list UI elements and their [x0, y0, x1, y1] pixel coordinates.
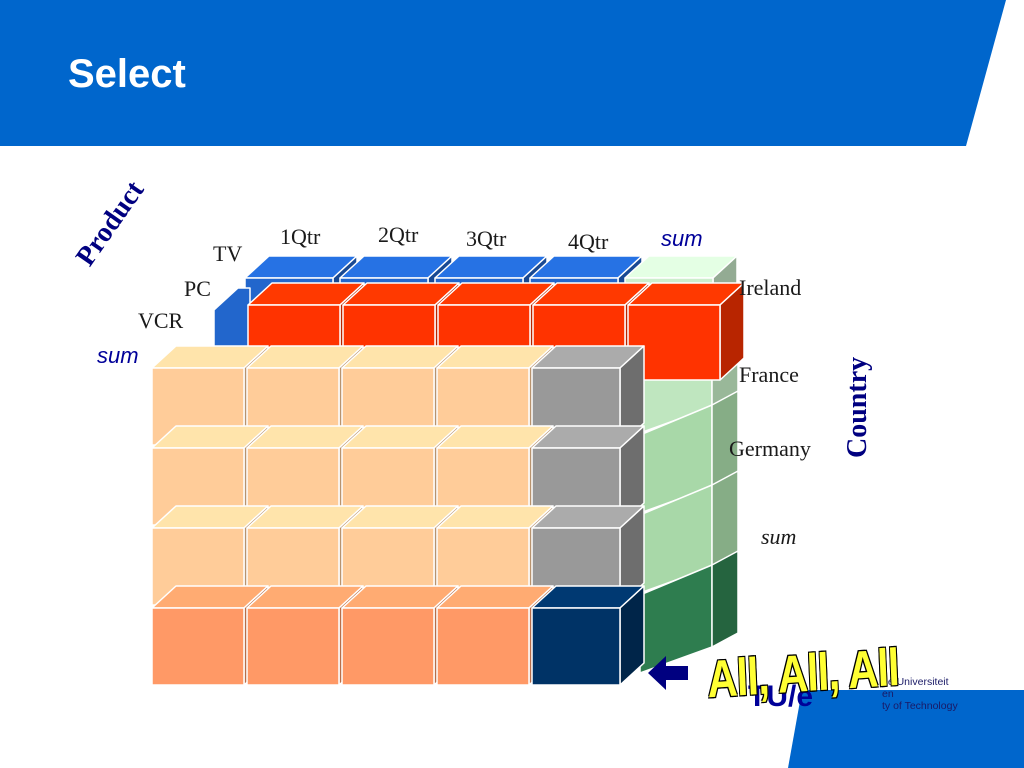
front-cell-r4-c4-front: [436, 607, 530, 686]
all-all-all-callout: All, All, All: [706, 637, 900, 709]
sum-country-edge-4: [711, 550, 739, 648]
country-label-germany: Germany: [729, 436, 811, 461]
tue-logo: TU/e: [748, 680, 814, 713]
quarter-sum-label: sum: [661, 226, 703, 251]
cube-cells: [151, 255, 745, 686]
logo-line-2: en: [882, 688, 894, 700]
country-axis-label: Country: [842, 356, 873, 458]
slide-title: Select: [68, 52, 186, 96]
product-sum-label: sum: [97, 343, 139, 368]
country-sum-label: sum: [761, 524, 797, 549]
country-label-france: France: [739, 362, 799, 387]
logo-line-1: he Universiteit: [882, 676, 949, 688]
product-label-tv: TV: [213, 241, 243, 266]
quarter-label-1: 1Qtr: [280, 224, 321, 249]
slide-header: [0, 0, 1024, 146]
logo-line-3: ty of Technology: [882, 700, 958, 712]
front-cell-r4-c2-front: [246, 607, 340, 686]
front-cell-r4-c3-front: [341, 607, 435, 686]
front-sum-cell-r4-front: [531, 607, 621, 686]
product-label-vcr: VCR: [138, 308, 184, 333]
footer-band: [781, 690, 1024, 768]
front-cell-r4-c1-front: [151, 607, 245, 686]
country-label-ireland: Ireland: [739, 275, 802, 300]
header-band: [0, 0, 1006, 146]
arrow-left-icon: [648, 656, 688, 690]
quarter-label-2: 2Qtr: [378, 222, 419, 247]
quarter-label-3: 3Qtr: [466, 226, 507, 251]
product-label-pc: PC: [184, 276, 211, 301]
quarter-label-4: 4Qtr: [568, 229, 609, 254]
